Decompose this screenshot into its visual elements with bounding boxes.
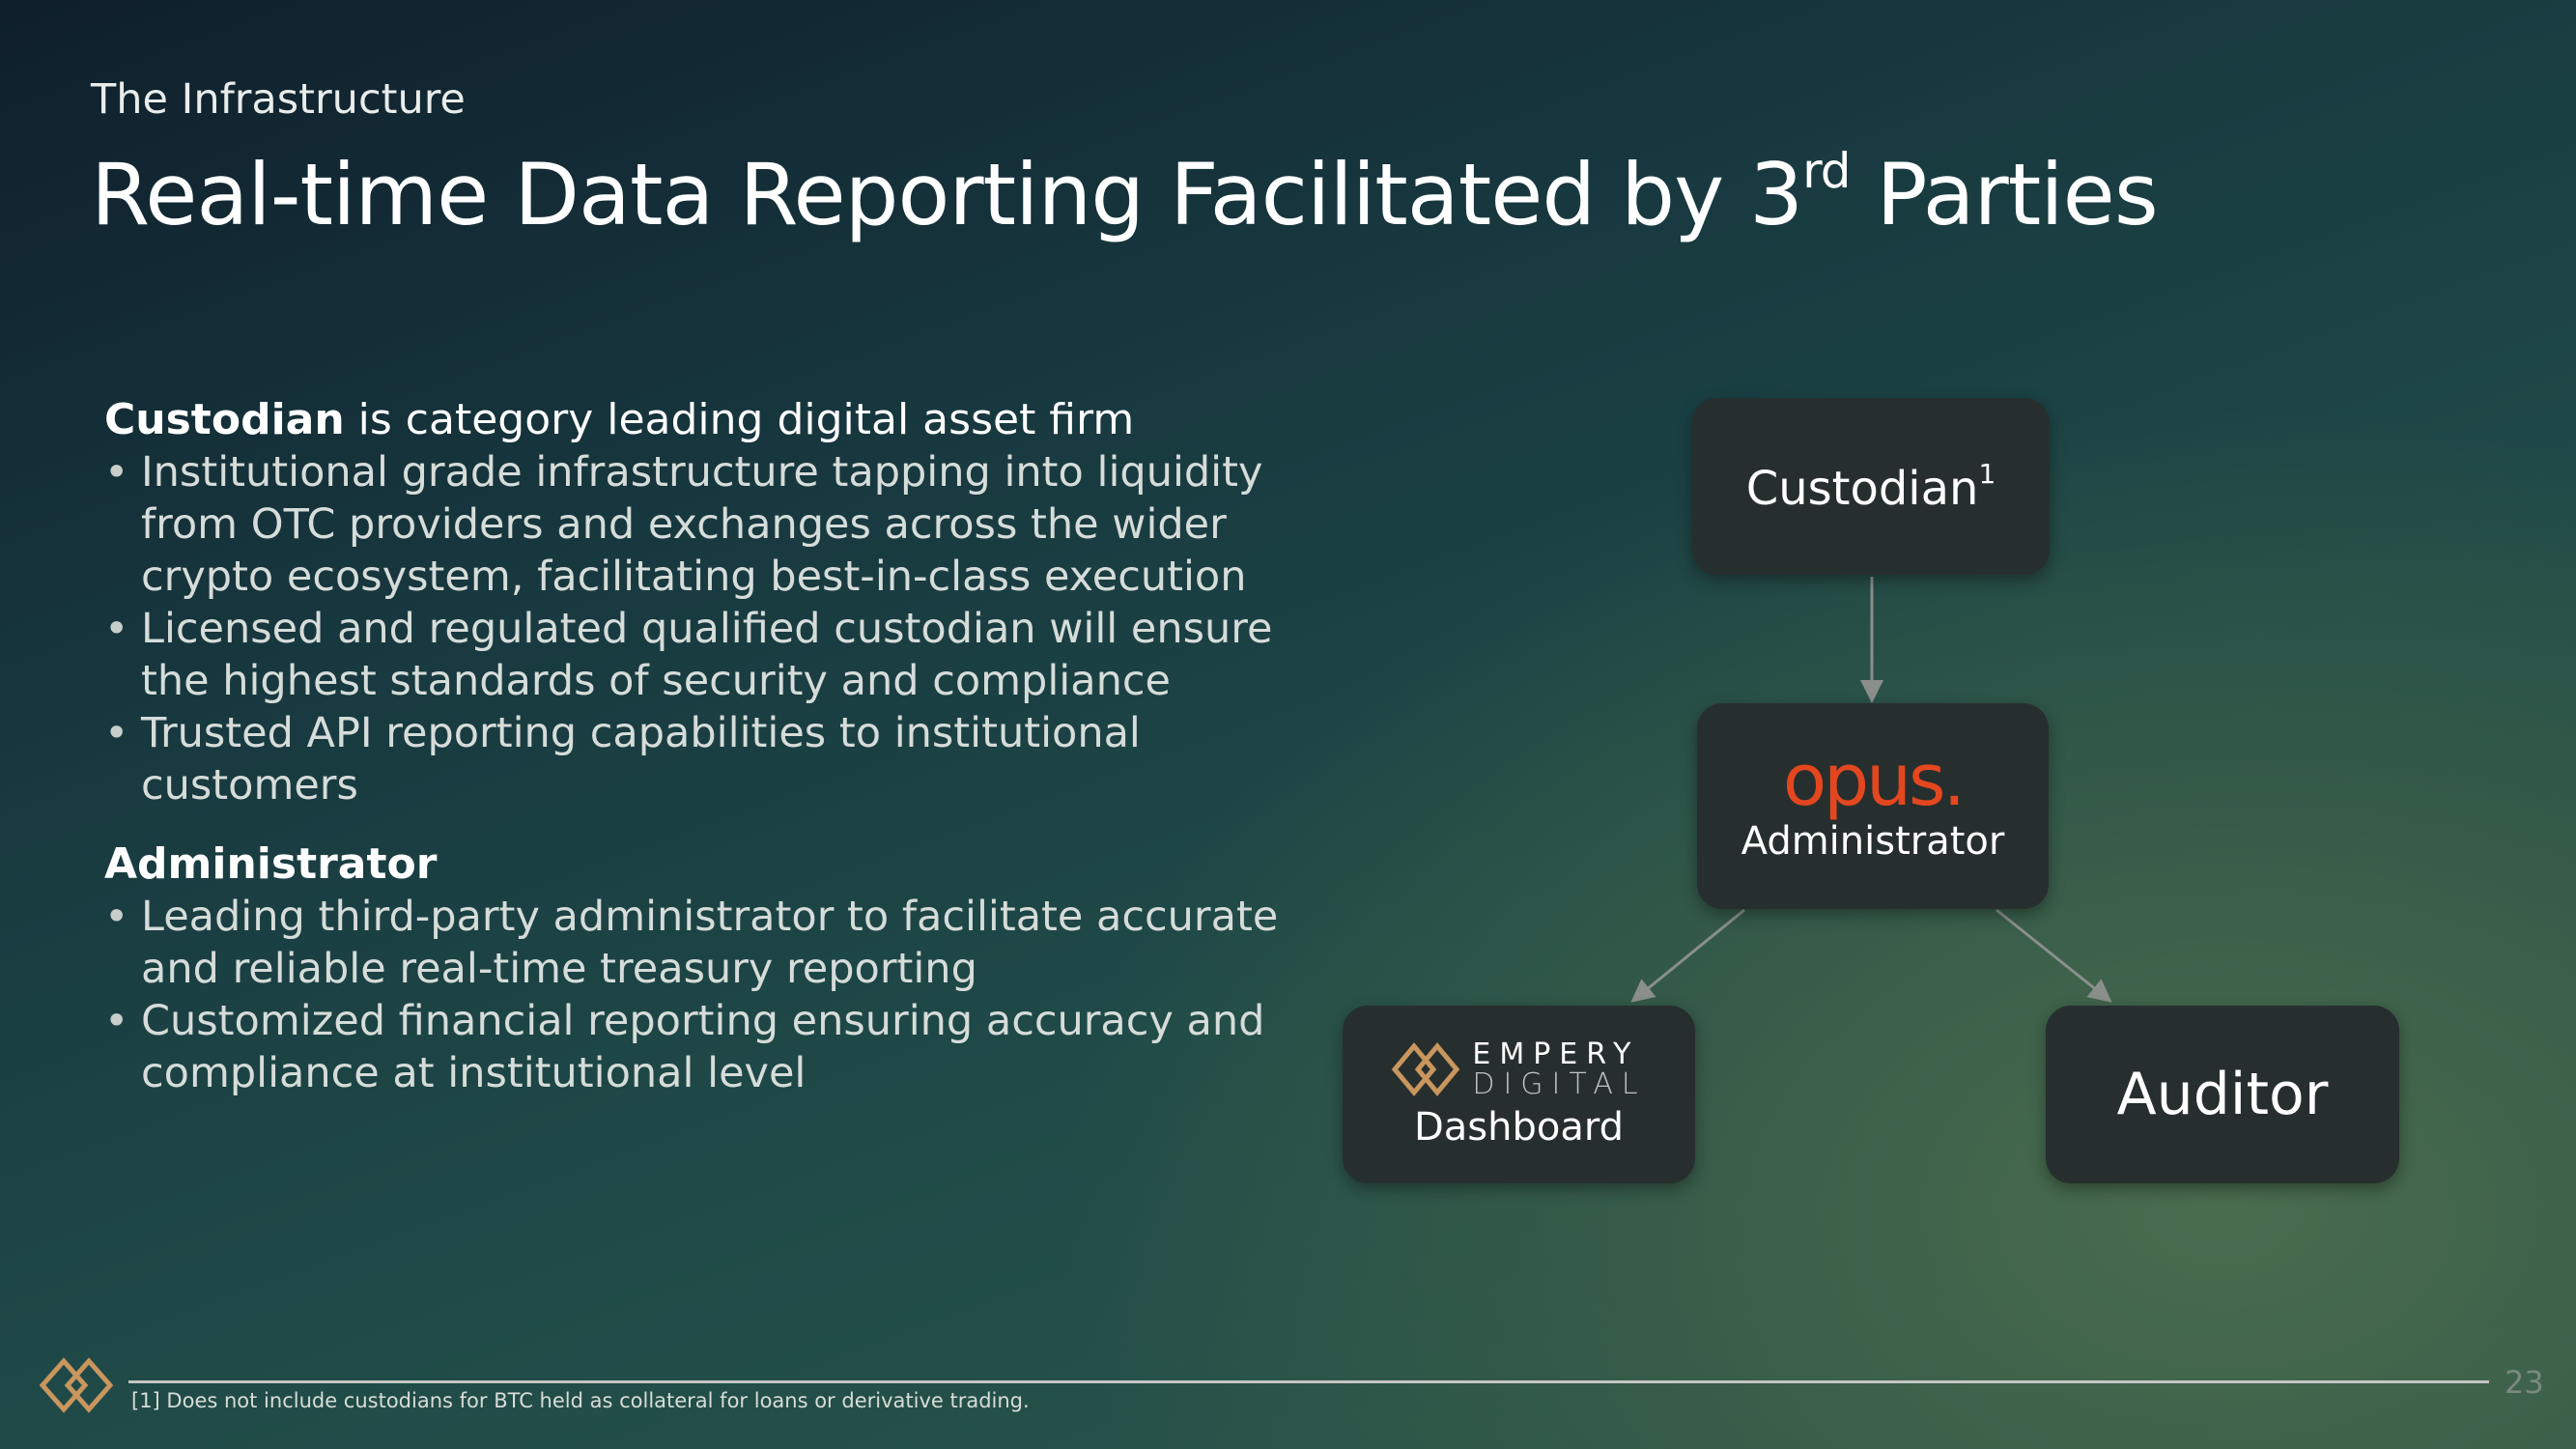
empery-logo-icon xyxy=(1392,1042,1460,1096)
bullet: Leading third-party administrator to fac… xyxy=(104,891,1292,995)
administrator-heading: Administrator xyxy=(104,839,438,889)
bullet: Licensed and regulated qualified custodi… xyxy=(104,603,1292,707)
custodian-heading: Custodian is category leading digital as… xyxy=(104,394,1292,446)
bullet: Institutional grade infrastructure tappi… xyxy=(104,446,1292,603)
administrator-section: Administrator Leading third-party admini… xyxy=(104,838,1292,1099)
page-number: 23 xyxy=(2505,1364,2544,1401)
custodian-label: Custodian1 xyxy=(1745,457,1996,516)
page-title: Real-time Data Reporting Facilitated by … xyxy=(91,143,2159,244)
custodian-node: Custodian1 xyxy=(1692,398,2050,575)
administrator-node: opus. Administrator xyxy=(1697,703,2049,909)
auditor-node: Auditor xyxy=(2046,1006,2399,1183)
auditor-label: Auditor xyxy=(2116,1061,2329,1128)
opus-logo: opus. xyxy=(1782,738,1966,822)
company-logo-icon xyxy=(39,1357,114,1413)
title-text-end: Parties xyxy=(1850,145,2159,244)
bullet: Trusted API reporting capabilities to in… xyxy=(104,707,1292,811)
title-text: Real-time Data Reporting Facilitated by … xyxy=(91,145,1803,244)
title-superscript: rd xyxy=(1802,143,1851,199)
administrator-label: Administrator xyxy=(1741,818,2005,864)
section-subtitle: The Infrastructure xyxy=(91,75,466,124)
arrow-admin-to-dashboard xyxy=(1630,908,1745,1003)
heading-rest: is category leading digital asset firm xyxy=(344,395,1135,444)
digital-text: DIGITAL xyxy=(1472,1067,1647,1101)
empery-text: EMPERY xyxy=(1472,1037,1640,1071)
footnote: [1] Does not include custodians for BTC … xyxy=(131,1389,1030,1412)
bullet: Customized financial reporting ensuring … xyxy=(104,995,1292,1099)
custodian-section: Custodian is category leading digital as… xyxy=(104,394,1292,811)
footer-divider xyxy=(128,1380,2489,1383)
arrow-admin-to-auditor xyxy=(1996,908,2112,1003)
dashboard-label: Dashboard xyxy=(1413,1105,1624,1150)
heading-bold: Custodian xyxy=(104,395,345,444)
